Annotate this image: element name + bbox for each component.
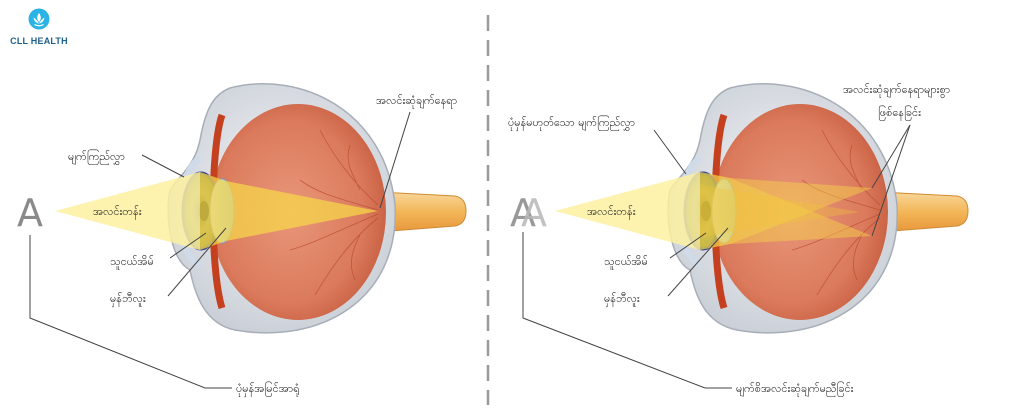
label-lens: မှန်ဘီလူး	[110, 292, 146, 307]
object-letter-blur: A	[521, 191, 547, 235]
focused-light	[700, 185, 860, 238]
left-leaders	[29, 111, 411, 389]
label-cornea: မျက်ကြည်လွှာ	[68, 149, 125, 165]
label-retina: အလင်းဆုံချက်နေရာ	[376, 94, 457, 109]
pupil	[701, 201, 711, 221]
brand-logo: CLL HEALTH	[6, 8, 72, 46]
focused-light	[700, 172, 872, 250]
retinal-veins	[791, 129, 881, 296]
caption-normal: ပုံမှန်အမြင်အာရုံ	[236, 381, 300, 397]
label-pupil: သူငယ်အိမ်	[604, 255, 648, 270]
caption-astigmatism: မျက်စိအလင်းဆုံချက်မညီခြင်း	[736, 381, 854, 397]
retinal-veins	[289, 129, 379, 296]
light-beam	[555, 172, 700, 250]
optic-nerve	[879, 191, 969, 233]
label-cornea: ပုံမှန်မဟုတ်သော မျက်ကြည်လွှာ	[508, 115, 635, 131]
focused-light	[200, 172, 378, 250]
lens	[711, 178, 737, 244]
label-pupil: သူငယ်အိမ်	[110, 255, 154, 270]
right-eye	[555, 83, 969, 334]
right-leaders	[522, 124, 911, 389]
object-letter: A	[17, 191, 43, 235]
label-retina: အလင်းဆုံချက်နေရာများစွာ	[843, 83, 950, 98]
label-retina-line2: ဖြစ်နေခြင်း	[878, 105, 921, 121]
eyeball	[712, 104, 888, 320]
left-eye	[55, 83, 467, 334]
label-light: အလင်းတန်း	[93, 205, 142, 220]
focused-light	[700, 172, 872, 250]
label-light: အလင်းတန်း	[587, 205, 636, 220]
object-letter: A	[510, 191, 536, 235]
light-beam	[55, 172, 200, 250]
optic-nerve	[377, 191, 467, 233]
brand-name: CLL HEALTH	[10, 36, 68, 46]
label-lens: မှန်ဘီလူး	[604, 292, 640, 307]
lotus-icon	[28, 8, 50, 30]
